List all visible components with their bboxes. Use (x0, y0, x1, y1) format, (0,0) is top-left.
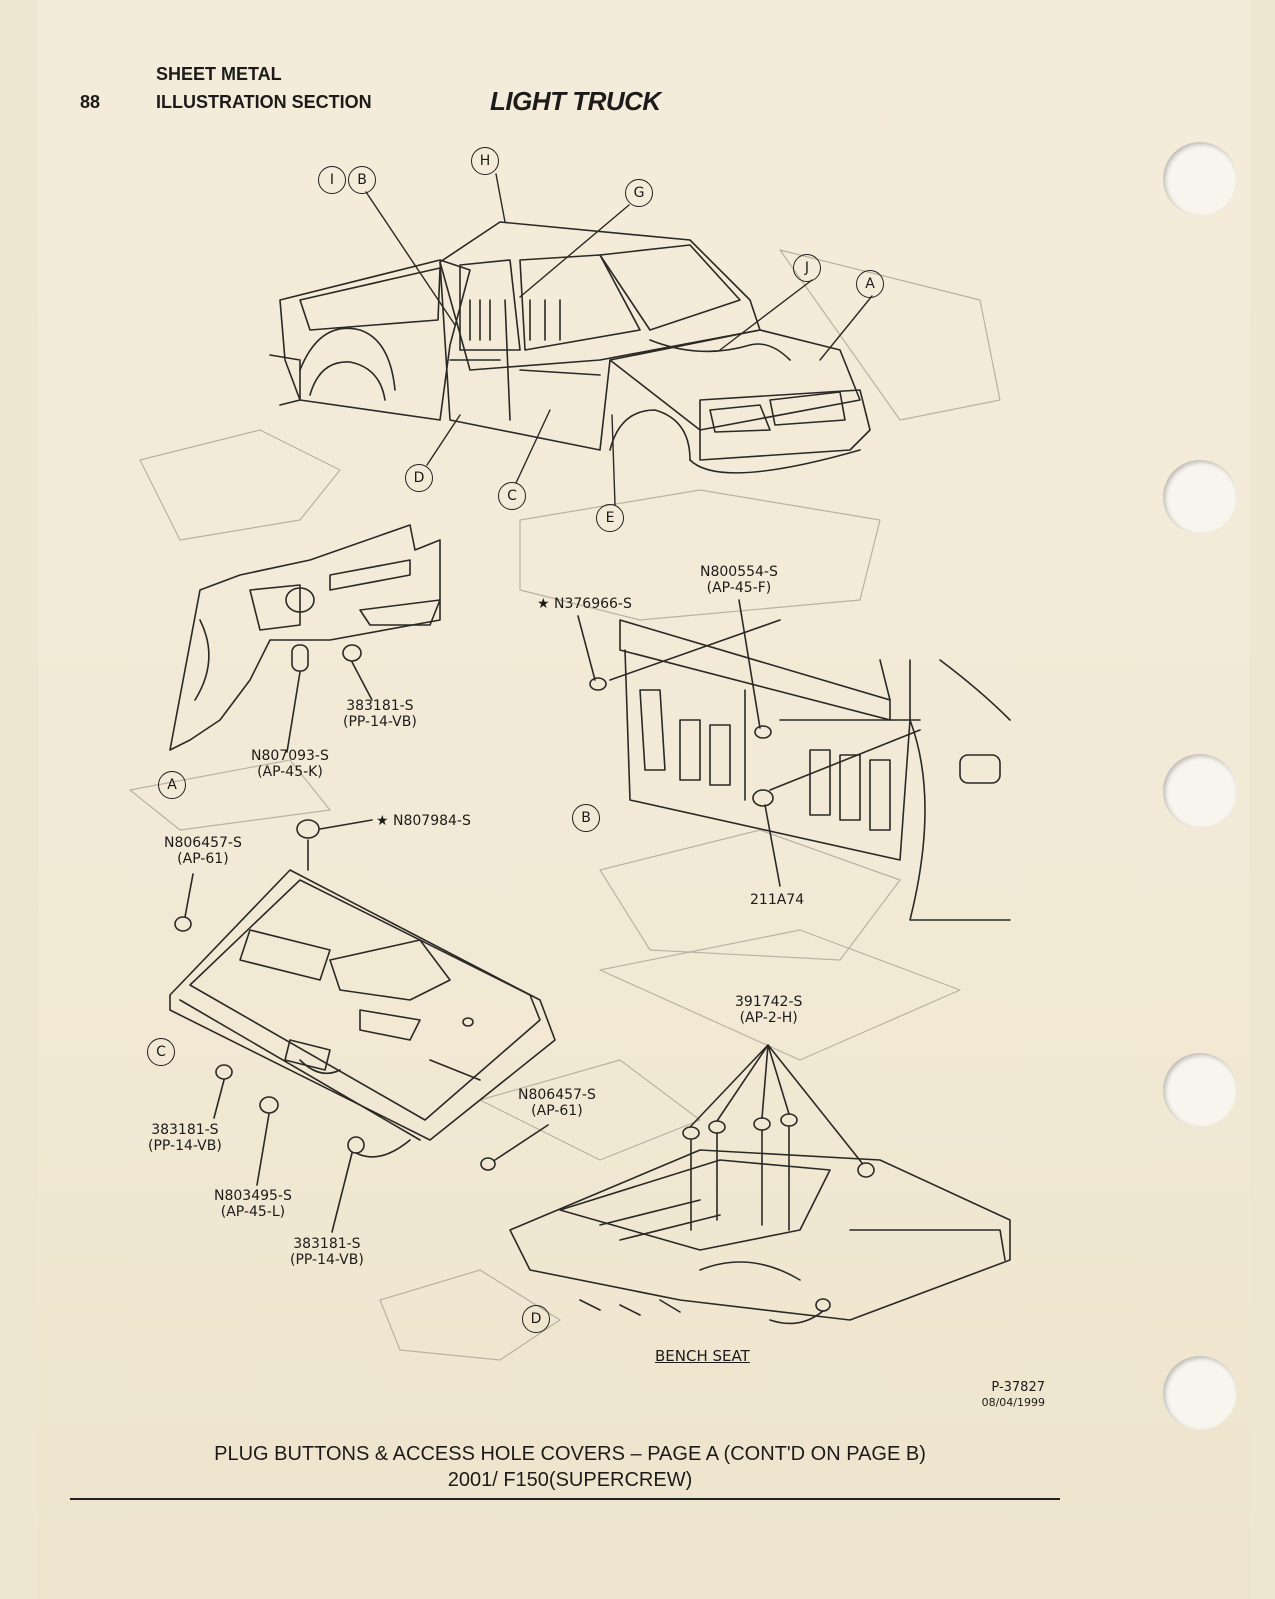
bench-seat-caption: BENCH SEAT (655, 1347, 750, 1365)
part-number: 383181-S (151, 1122, 219, 1138)
detail-b-part-number: 211A74 (750, 892, 805, 908)
section-line-1: SHEET METAL (156, 64, 282, 84)
detail-d-part-number: 391742-S (AP-2-H) (735, 994, 802, 1026)
page-title: LIGHT TRUCK (490, 86, 661, 116)
detail-d-drawing (509, 1044, 1011, 1325)
reference-date: 08/04/1999 (981, 1396, 1045, 1409)
detail-b-marker: B (572, 804, 600, 832)
binder-hole (1163, 460, 1237, 534)
callout-a: A (856, 270, 884, 298)
ghost-drawing (129, 249, 1001, 1361)
footer-model: 2001/ F150(SUPERCREW) (447, 1469, 693, 1491)
part-code: (AP-61) (177, 851, 229, 867)
part-code: (AP-2-H) (739, 1010, 798, 1026)
drawing-reference: P-37827 08/04/1999 (982, 1380, 1045, 1410)
detail-c-part-number: 383181-S (PP-14-VB) (148, 1122, 222, 1154)
binder-hole (1163, 754, 1237, 828)
detail-d-marker: D (522, 1305, 550, 1333)
detail-c-drawing (169, 819, 556, 1233)
callout-e: E (596, 504, 624, 532)
footer-rule (70, 1498, 1060, 1500)
detail-b-part-number: N800554-S (AP-45-F) (700, 564, 778, 596)
binder-hole (1163, 1356, 1237, 1430)
callout-i: I (318, 166, 346, 194)
binder-hole (1163, 142, 1237, 216)
part-number: N806457-S (518, 1087, 596, 1103)
part-number: N800554-S (700, 564, 778, 580)
part-code: (PP-14-VB) (343, 714, 417, 730)
part-code: (PP-14-VB) (290, 1252, 364, 1268)
footer-title: PLUG BUTTONS & ACCESS HOLE COVERS – PAGE… (214, 1443, 926, 1465)
detail-c-part-number: N803495-S (AP-45-L) (214, 1188, 292, 1220)
truck-drawing (269, 221, 871, 474)
part-code: (AP-45-L) (220, 1204, 286, 1220)
callout-h: H (471, 147, 499, 175)
binder-hole (1163, 1053, 1237, 1127)
detail-a-drawing (169, 524, 441, 753)
part-number: N806457-S (164, 835, 242, 851)
callout-c: C (498, 482, 526, 510)
detail-c-marker: C (147, 1038, 175, 1066)
part-code: (AP-45-K) (257, 764, 323, 780)
detail-b-part-number: ★ N376966-S (537, 596, 632, 612)
callout-b: B (348, 166, 376, 194)
detail-c-part-number: N806457-S (AP-61) (518, 1087, 596, 1119)
detail-c-part-number: ★ N807984-S (376, 813, 471, 829)
manual-page (38, 0, 1250, 1599)
part-number: N803495-S (214, 1188, 292, 1204)
part-number: 391742-S (735, 994, 803, 1010)
detail-a-part-number: N807093-S (AP-45-K) (251, 748, 329, 780)
reference-number: P-37827 (991, 1380, 1045, 1395)
callout-g: G (625, 179, 653, 207)
detail-a-marker: A (158, 771, 186, 799)
page-number: 88 (80, 92, 101, 112)
callout-j: J (793, 254, 821, 282)
truck-leaders (365, 173, 873, 506)
detail-c-part-number: 383181-S (PP-14-VB) (290, 1236, 364, 1268)
part-number: 383181-S (293, 1236, 361, 1252)
detail-c-part-number: N806457-S (AP-61) (164, 835, 242, 867)
part-number: 383181-S (346, 698, 414, 714)
detail-a-part-number: 383181-S (PP-14-VB) (343, 698, 417, 730)
part-code: (AP-45-F) (706, 580, 772, 596)
section-line-2: ILLUSTRATION SECTION (156, 92, 372, 112)
detail-b-drawing (577, 599, 1011, 921)
part-number: N807093-S (251, 748, 329, 764)
part-code: (PP-14-VB) (148, 1138, 222, 1154)
part-code: (AP-61) (531, 1103, 583, 1119)
callout-d: D (405, 464, 433, 492)
